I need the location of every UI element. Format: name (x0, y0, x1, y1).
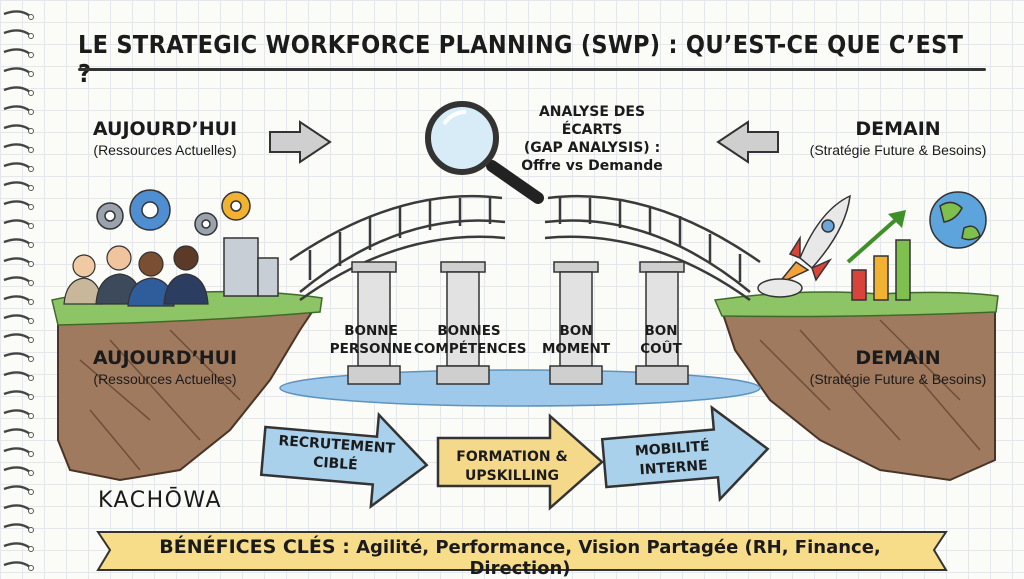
gears-icon (96, 189, 251, 236)
today-heading: AUJOURD’HUI (92, 118, 238, 140)
spiral-ring (3, 428, 34, 438)
bridge-right-arch (544, 194, 761, 302)
gap-analysis-line3: Offre vs Demande (521, 158, 663, 174)
kachowa-logo: KACHŌWA (98, 488, 223, 513)
tomorrow-subtitle: (Stratégie Future & Besoins) (809, 142, 987, 158)
tomorrow-label-cliff: DEMAIN (Stratégie Future & Besoins) (778, 347, 1018, 387)
tomorrow-label-top: DEMAIN (Stratégie Future & Besoins) (778, 118, 1018, 158)
pillar-label: BON COÛT (606, 322, 716, 358)
pillar-label-line1: BONNE (344, 323, 398, 339)
today-heading-cliff: AUJOURD’HUI (92, 347, 238, 369)
bridge-pillar (635, 261, 689, 385)
today-label-cliff: AUJOURD’HUI (Ressources Actuelles) (60, 347, 270, 387)
gap-analysis-line1: ANALYSE DES ÉCARTS (538, 104, 646, 138)
pillar-label-line2: MOMENT (541, 341, 611, 357)
spiral-ring (3, 485, 34, 495)
right-cliff (713, 291, 999, 482)
benefits-banner (96, 531, 948, 571)
magnifying-glass-icon (425, 101, 544, 204)
gap-analysis-label: ANALYSE DES ÉCARTS (GAP ANALYSIS) : Offr… (512, 103, 672, 175)
title-underline (78, 68, 986, 71)
spiral-ring (3, 29, 34, 39)
spiral-ring (3, 48, 34, 58)
spiral-ring (3, 352, 34, 362)
spiral-ring (3, 257, 34, 267)
spiral-ring (3, 447, 34, 457)
pillar-label-line1: BON (559, 323, 593, 339)
spiral-ring (3, 143, 34, 153)
benefits-text: BÉNÉFICES CLÉS : Agilité, Performance, V… (120, 536, 920, 579)
spiral-ring (3, 314, 34, 324)
spiral-ring (3, 542, 34, 552)
benefits-list: Agilité, Performance, Vision Partagée (R… (356, 537, 881, 579)
tomorrow-subtitle-cliff: (Stratégie Future & Besoins) (809, 371, 987, 387)
spiral-ring (3, 295, 34, 305)
pillar-label: BONNES COMPÉTENCES (414, 322, 527, 358)
action-label: FORMATION & UPSKILLING (452, 448, 572, 486)
tomorrow-heading-cliff: DEMAIN (855, 347, 941, 369)
tomorrow-left-arrow (716, 120, 779, 164)
globe-icon (929, 191, 987, 249)
spiral-ring (3, 162, 34, 172)
pillar-label-line2: COÛT (640, 341, 682, 357)
action-arrow-shape (259, 411, 429, 510)
pillar-label-line2: PERSONNE (329, 341, 413, 357)
spiral-ring (3, 219, 34, 229)
buildings-icon (223, 237, 279, 297)
spiral-ring (3, 181, 34, 191)
action-arrow-shape (436, 413, 604, 511)
spiral-ring (3, 67, 34, 77)
tomorrow-heading: DEMAIN (855, 118, 941, 140)
bridge-left-arch (289, 194, 506, 302)
pillar-label-line1: BON (644, 323, 678, 339)
today-label-top: AUJOURD’HUI (Ressources Actuelles) (60, 118, 270, 158)
spiral-ring (3, 333, 34, 343)
spiral-ring (3, 238, 34, 248)
gap-analysis-line2: (GAP ANALYSIS) : (523, 140, 661, 156)
today-right-arrow (269, 120, 332, 164)
pillar-label-line2: COMPÉTENCES (414, 341, 527, 357)
spiral-ring (3, 105, 34, 115)
pillar-label: BONNE PERSONNE (316, 322, 426, 358)
spiral-ring (3, 561, 34, 571)
today-subtitle-cliff: (Ressources Actuelles) (93, 371, 237, 387)
action-label-line1: FORMATION & (456, 449, 568, 465)
spiral-ring (3, 409, 34, 419)
spiral-ring (3, 200, 34, 210)
pillar-label-line1: BONNES (437, 323, 501, 339)
action-label-line2: UPSKILLING (464, 468, 560, 484)
bridge-pillar (347, 261, 401, 385)
benefits-label: BÉNÉFICES CLÉS : (159, 536, 350, 558)
action-label: MOBILITÉ INTERNE (617, 436, 729, 482)
bridge-pillar (549, 261, 603, 385)
action-arrows (259, 404, 770, 511)
page-title: LE STRATEGIC WORKFORCE PLANNING (SWP) : … (78, 30, 964, 88)
spiral-ring (3, 10, 34, 20)
spiral-ring (3, 504, 34, 514)
notebook-spiral (3, 10, 34, 571)
spiral-ring (3, 466, 34, 476)
bridge-pillar (436, 261, 490, 385)
team-people-icon (63, 245, 209, 307)
spiral-ring (3, 523, 34, 533)
growth-chart-icon (846, 210, 911, 301)
spiral-ring (3, 124, 34, 134)
spiral-ring (3, 390, 34, 400)
today-subtitle: (Ressources Actuelles) (93, 142, 237, 158)
rocket-icon (757, 194, 851, 298)
pillar-label: BON MOMENT (521, 322, 631, 358)
spiral-ring (3, 86, 34, 96)
spiral-ring (3, 276, 34, 286)
action-arrow-shape (600, 404, 770, 503)
bridge-pillars (347, 261, 689, 385)
spiral-ring (3, 371, 34, 381)
